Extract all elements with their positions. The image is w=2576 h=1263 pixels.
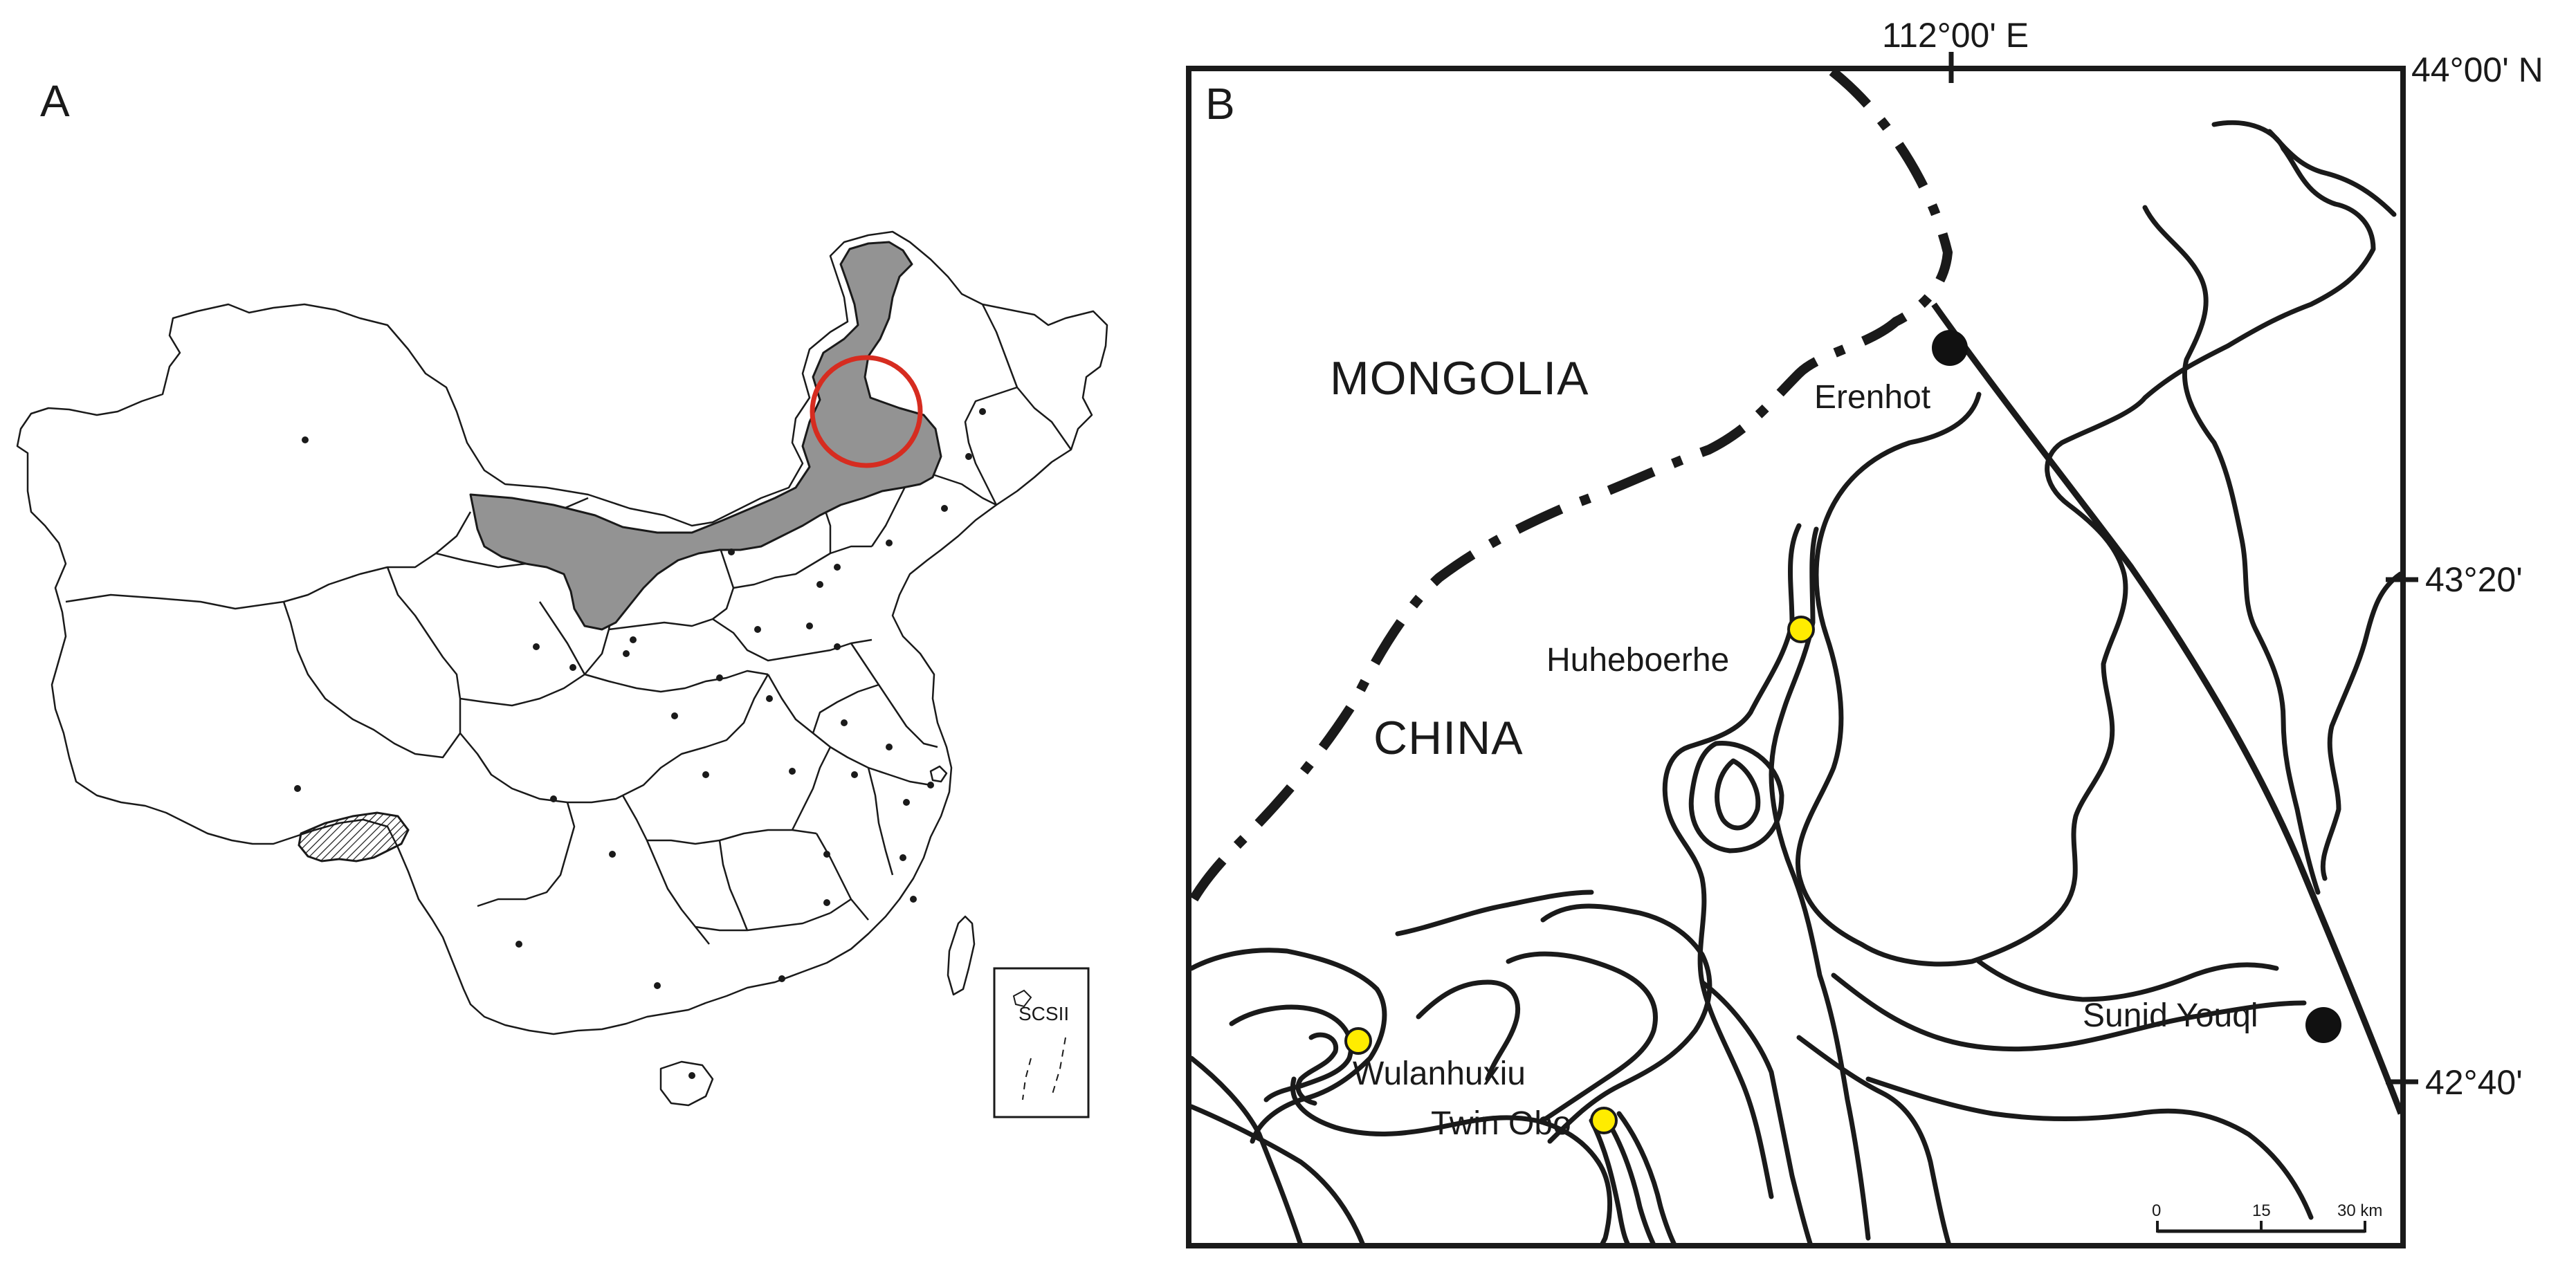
international-border [1191,71,1953,902]
hainan-island [659,1060,714,1107]
shanghai-coast [929,765,948,783]
coord-top-longitude: 112°00' E [1882,16,2029,55]
west-band-upper [1540,903,1712,1144]
ridge-west-line [1662,523,1802,1199]
south-line-8 [1796,1035,1951,1243]
south-line-9 [1865,1076,2314,1220]
scale-tick-30km: 30 km [2337,1201,2382,1220]
wulanhuxiu-outer [1191,948,1387,1144]
country-label-china: CHINA [1373,712,1524,764]
scs-inset-label: SCSII [1018,1003,1069,1024]
scale-tick-0: 0 [2152,1201,2161,1220]
town-marker-sunid-youqi [2305,1007,2341,1043]
capital-dots [294,408,986,1079]
south-line-10 [1976,959,2279,1002]
south-line-2 [1191,1055,1303,1243]
town-label-erenhot: Erenhot [1814,379,1930,416]
site-label-wulanhuxiu: Wulanhuxiu [1353,1055,1526,1092]
panel-b-letter: B [1205,79,1235,129]
site-label-twin-obo: Twin Obo [1431,1105,1571,1142]
south-line-11 [1395,889,1594,937]
south-line-3 [1589,1118,1630,1243]
south-line-13 [1596,1159,1612,1243]
west-band-middle [1506,951,1658,1123]
ridge-east-line [1769,526,1871,1241]
geology-lines [1191,71,2400,1243]
outcrop-northeast [2142,205,2321,895]
outcrop-margin [2320,571,2400,881]
map-b-frame [1186,66,2406,1248]
panel-a-letter: A [40,76,70,126]
province-borders [65,304,1072,945]
wulanhuxiu-inner [1295,1032,1339,1106]
study-area-circle [810,355,923,468]
scale-bar: 0 15 30 km [2152,1201,2382,1233]
panel-a: A [16,76,1108,1118]
south-line-5 [1616,1111,1677,1243]
site-label-huheboerhe: Huheboerhe [1546,642,1729,679]
highway-line [1931,302,2400,1115]
coord-lat-low: 42°40' [2425,1063,2523,1102]
loop-inner [1715,758,1761,831]
scs-inset: SCSII [993,967,1090,1118]
coord-lat-top: 44°00' N [2411,50,2543,89]
south-line-6 [1699,979,1813,1243]
outcrop-east [1796,120,2376,967]
site-marker-huheboerhe [1787,616,1815,643]
china-outline [16,230,1108,1035]
wulanhuxiu-tail [1290,1076,1601,1165]
loop-outer [1688,740,1784,854]
coord-lat-mid: 43°20' [2425,560,2523,599]
south-line-12 [1416,979,1521,1082]
south-line-1 [1191,1104,1365,1243]
town-label-sunid-youqi: Sunid Youqi [2083,997,2258,1034]
country-label-mongolia: MONGOLIA [1330,352,1589,405]
scale-tick-15: 15 [2252,1201,2271,1220]
hatched-region [298,811,410,863]
outcrop-northeast-2 [2267,129,2397,217]
inner-mongolia-region [469,241,942,631]
site-marker-twin-obo [1590,1107,1618,1134]
south-line-4 [1602,1114,1656,1243]
south-line-7 [1831,972,2307,1052]
town-marker-erenhot [1932,330,1968,366]
panel-b: B [1186,16,2543,1248]
site-marker-wulanhuxiu [1344,1027,1372,1055]
taiwan-island [947,915,976,996]
